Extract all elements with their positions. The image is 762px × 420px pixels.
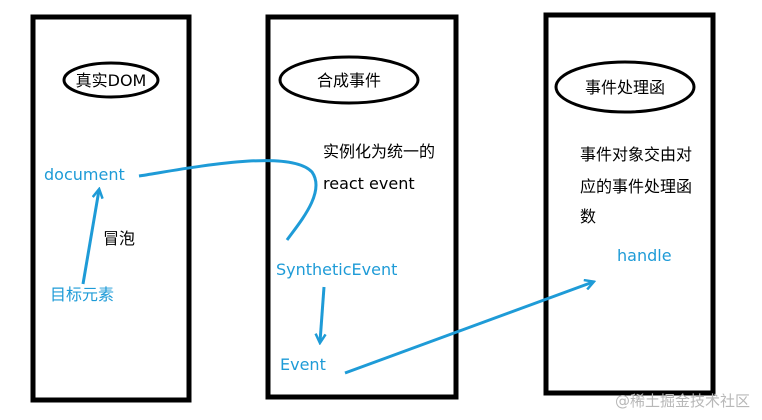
synthetic-event-column bbox=[265, 14, 459, 400]
event-handler-column bbox=[543, 12, 716, 396]
handler-desc-line3: 数 bbox=[580, 207, 596, 226]
handler-desc-line1: 事件对象交由对 bbox=[580, 145, 692, 164]
synthetic-to-event-arrow bbox=[320, 286, 324, 342]
bubble-label: 冒泡 bbox=[103, 229, 135, 248]
synthetic-event-title-ellipse bbox=[278, 55, 420, 105]
synthetic-event-label: SyntheticEvent bbox=[276, 260, 397, 279]
handler-desc-line2: 应的事件处理函 bbox=[580, 177, 692, 196]
real-dom-column bbox=[30, 14, 192, 403]
instantiate-desc-line2: react event bbox=[323, 174, 415, 193]
handle-label: handle bbox=[617, 246, 672, 265]
real-dom-title: 真实DOM bbox=[76, 71, 147, 90]
event-to-handle-arrow bbox=[344, 282, 593, 375]
synthetic-event-title: 合成事件 bbox=[317, 71, 381, 90]
event-handler-title: 事件处理函 bbox=[585, 78, 665, 97]
bubble-up-arrow bbox=[81, 190, 99, 285]
document-label: document bbox=[44, 165, 125, 184]
target-element-label: 目标元素 bbox=[50, 285, 114, 304]
event-label: Event bbox=[280, 355, 326, 374]
real-dom-title-ellipse bbox=[62, 61, 160, 99]
document-to-synthetic-curve bbox=[138, 159, 318, 241]
instantiate-desc-line1: 实例化为统一的 bbox=[323, 142, 435, 161]
watermark-text: @稀土掘金技术社区 bbox=[615, 392, 750, 410]
event-handler-title-ellipse bbox=[554, 60, 696, 114]
